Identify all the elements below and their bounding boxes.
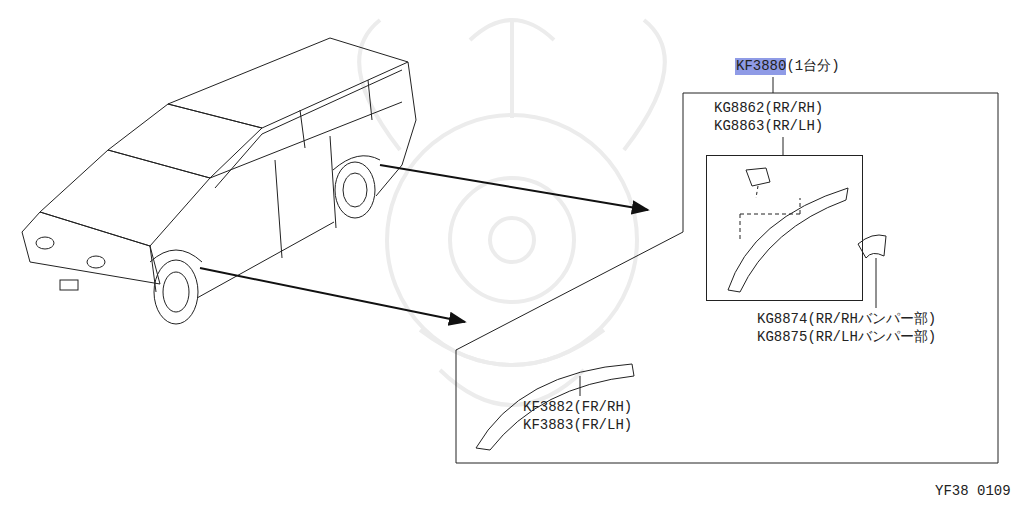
part-number: KG8862(RR/RH) [714,100,823,117]
figure-code: YF38 0109 [935,483,1011,500]
part-number: KF3882(FR/RH) [523,399,632,416]
part-number: KF3880(1台分) [735,58,840,75]
pointer-arrow [380,165,648,210]
leader-line [580,77,876,396]
part-number: KG8874(RR/RHバンパー部) [757,311,936,328]
front-flare-part [476,364,634,450]
part-number: KF3883(FR/LH) [523,417,632,434]
part-number: KG8875(RR/LHバンパー部) [757,329,936,346]
pointer-arrow [200,268,465,322]
sub-assembly-box: KG8862(RR/RH)KG8863(RR/LH) [706,100,863,301]
car-illustration [22,38,416,324]
part-number: KG8863(RR/LH) [714,118,823,135]
watermark [359,20,665,405]
rear-flare-part [728,168,848,292]
